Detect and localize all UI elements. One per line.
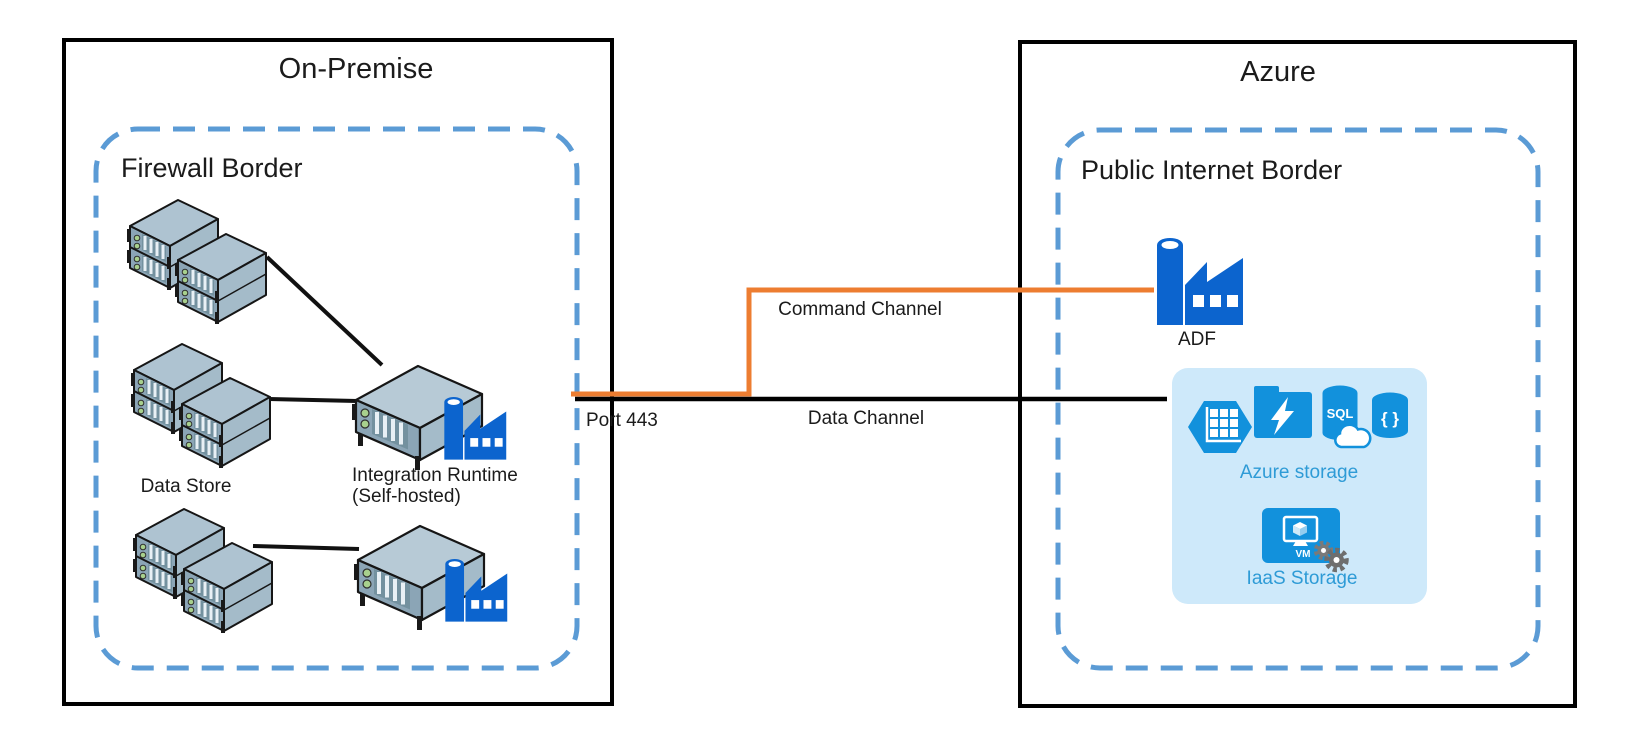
command-channel-line bbox=[571, 287, 1154, 397]
on-premise-title: On-Premise bbox=[278, 53, 434, 85]
data-channel-label: Data Channel bbox=[807, 408, 925, 429]
integration-runtime-label-line1: Integration Runtime bbox=[352, 465, 518, 486]
azure-title: Azure bbox=[1240, 56, 1316, 88]
firewall-border-label: Firewall Border bbox=[121, 153, 303, 183]
iaas-storage-label: IaaS Storage bbox=[1246, 568, 1358, 589]
secondary-runtime-server-icon bbox=[352, 524, 486, 632]
connector-datastore3-server bbox=[252, 544, 360, 551]
port-443-label: Port 443 bbox=[586, 410, 658, 431]
data-store-cluster-1-icon bbox=[127, 200, 266, 324]
data-store-cluster-3-icon bbox=[133, 509, 272, 633]
adf-label: ADF bbox=[1178, 329, 1216, 350]
azure-storage-label: Azure storage bbox=[1239, 462, 1359, 483]
cloud-icon bbox=[1334, 423, 1372, 449]
sql-badge-text: SQL bbox=[1327, 406, 1354, 421]
connector-datastore1-ir bbox=[265, 255, 384, 367]
braces-badge-text: { } bbox=[1381, 409, 1399, 428]
vm-icon: VM bbox=[1262, 508, 1340, 563]
table-storage-icon bbox=[1188, 401, 1252, 453]
document-db-icon: { } bbox=[1372, 392, 1408, 438]
blob-storage-icon bbox=[1254, 386, 1312, 438]
command-channel-label: Command Channel bbox=[778, 299, 942, 320]
vm-badge-text: VM bbox=[1296, 549, 1311, 560]
integration-runtime-label-line2: (Self-hosted) bbox=[352, 485, 461, 507]
connector-datastore2-ir bbox=[268, 397, 358, 403]
public-internet-border-label: Public Internet Border bbox=[1081, 155, 1343, 185]
lightning-bolt-icon bbox=[1271, 397, 1294, 435]
on-premise-region-box bbox=[62, 38, 614, 706]
gears-icon bbox=[1313, 540, 1349, 573]
data-store-cluster-2-icon bbox=[131, 344, 270, 468]
azure-region-box bbox=[1018, 40, 1577, 708]
integration-runtime-label: Integration Runtime (Self-hosted) bbox=[352, 465, 518, 508]
adf-factory-icon bbox=[1157, 238, 1243, 325]
data-store-label: Data Store bbox=[140, 476, 232, 497]
